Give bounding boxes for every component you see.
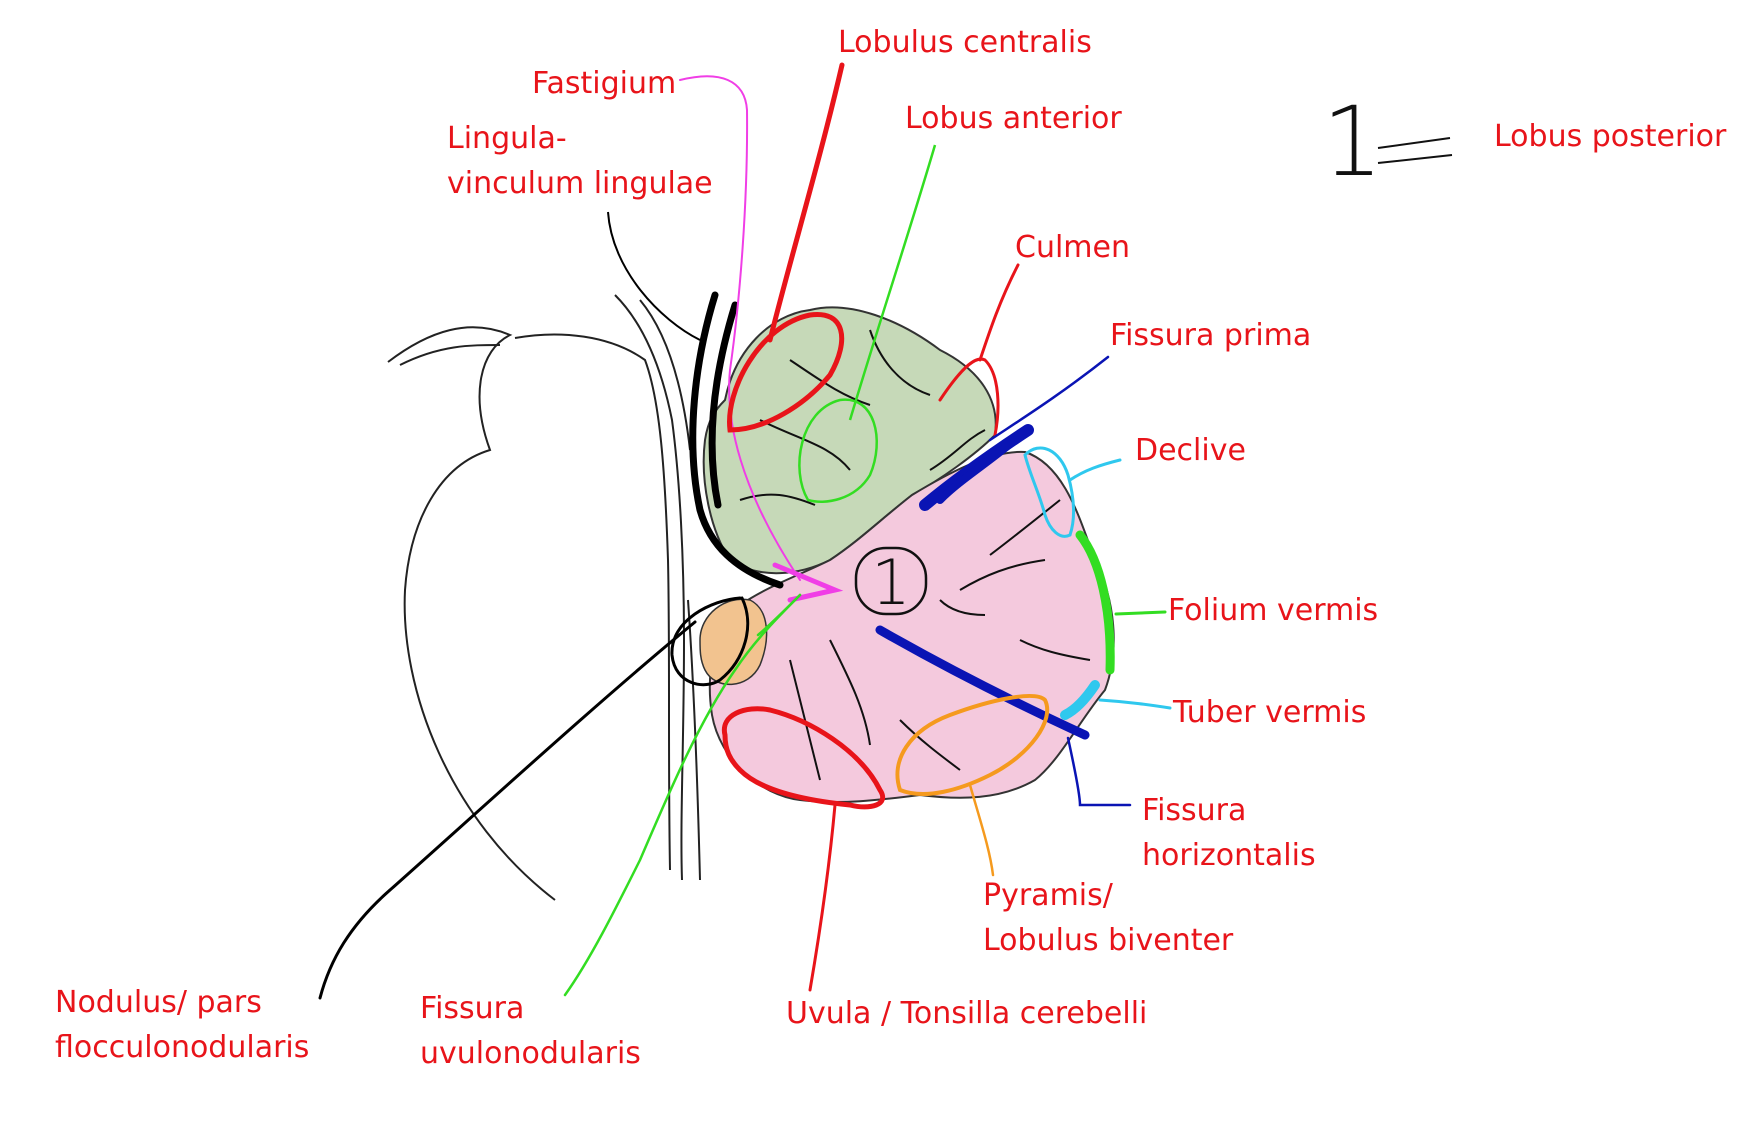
uvula-marker	[721, 706, 885, 992]
label-fissura-horizontalis-line2: horizontalis	[1142, 838, 1316, 873]
nodulus-region	[699, 598, 768, 686]
legend: 1 Lobus posterior	[1322, 86, 1727, 198]
fissura-horizontalis-marker	[875, 625, 1132, 807]
legend-dash	[1377, 137, 1453, 164]
label-nodulus-line1: Nodulus/ pars	[55, 985, 262, 1020]
label-fissura-prima: Fissura prima	[1110, 318, 1311, 353]
labels: Lobulus centralis Fastigium Lobus anteri…	[55, 25, 1378, 1071]
folia-lines	[739, 329, 1091, 781]
label-folium-vermis: Folium vermis	[1168, 593, 1378, 628]
region-marker-posterior: 1	[854, 546, 928, 619]
lingula-leader-line	[607, 211, 701, 341]
tuber-vermis-marker	[1060, 680, 1172, 720]
legend-number: 1	[1322, 86, 1383, 198]
label-lobus-anterior: Lobus anterior	[905, 101, 1122, 136]
culmen-marker	[938, 263, 1020, 437]
fissura-uvulonodularis-marker	[563, 593, 802, 997]
label-nodulus-line2: flocculonodularis	[55, 1030, 309, 1065]
brainstem-outline	[387, 294, 701, 901]
label-lingula-line2: vinculum lingulae	[447, 166, 713, 201]
lingula-black-marker	[689, 291, 784, 589]
label-pyramis-line1: Pyramis/	[983, 878, 1114, 913]
declive-marker	[1023, 446, 1122, 538]
label-fastigium: Fastigium	[532, 66, 676, 101]
lobulus-centralis-marker	[727, 62, 845, 433]
label-uvula: Uvula / Tonsilla cerebelli	[786, 996, 1147, 1031]
label-pyramis-line2: Lobulus biventer	[983, 923, 1234, 958]
nodulus-marker	[318, 596, 750, 1000]
label-fissura-uvulonodularis-line2: uvulonodularis	[420, 1036, 641, 1071]
region-marker-label: 1	[871, 546, 910, 619]
fastigium-magenta-line	[679, 75, 844, 603]
legend-label: Lobus posterior	[1494, 119, 1727, 154]
pyramis-marker	[895, 693, 1050, 877]
fissura-prima-marker	[919, 355, 1110, 511]
label-tuber-vermis: Tuber vermis	[1172, 695, 1366, 730]
label-fissura-uvulonodularis-line1: Fissura	[420, 991, 524, 1026]
label-declive: Declive	[1135, 433, 1246, 468]
label-fissura-horizontalis-line1: Fissura	[1142, 793, 1246, 828]
label-culmen: Culmen	[1015, 230, 1130, 265]
folium-vermis-marker	[1075, 530, 1167, 675]
label-lingula-line1: Lingula-	[447, 121, 567, 156]
lobus-anterior-marker	[798, 144, 937, 503]
label-lobulus-centralis: Lobulus centralis	[838, 25, 1092, 60]
